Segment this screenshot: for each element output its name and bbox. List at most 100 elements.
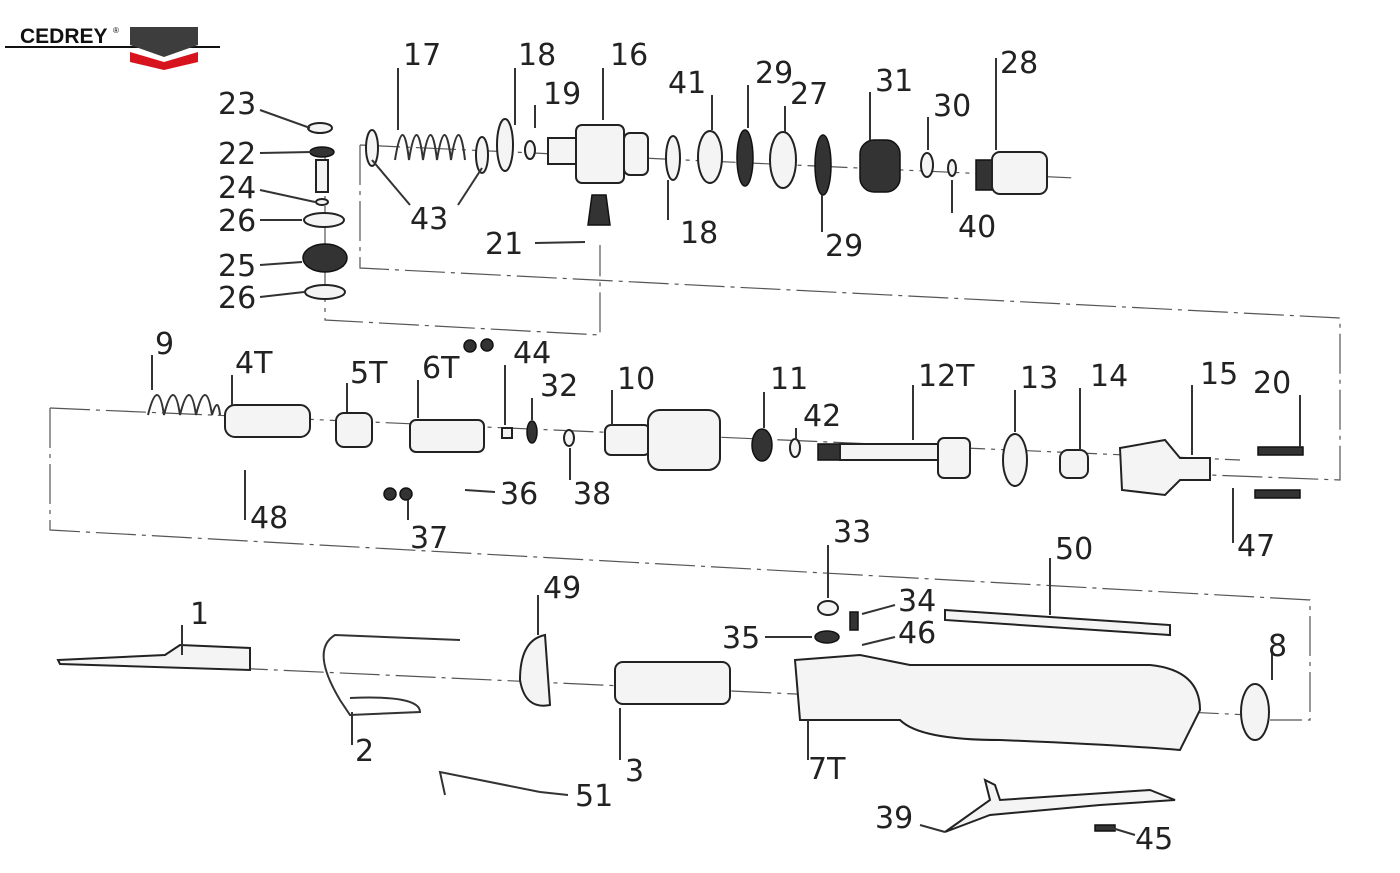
part-23 xyxy=(307,122,333,134)
part-5T xyxy=(335,412,373,448)
part-26-lower xyxy=(304,284,346,300)
part-37-nut-d xyxy=(399,487,413,501)
part-24 xyxy=(315,198,329,206)
callout-label: 9 xyxy=(155,327,174,362)
part-44 xyxy=(501,427,513,439)
callout-label: 42 xyxy=(803,399,841,434)
part-16-nose xyxy=(547,137,577,165)
part-40 xyxy=(947,159,957,177)
part-20-screw xyxy=(1257,446,1304,456)
part-51-hexkey xyxy=(438,770,541,796)
part-35 xyxy=(814,630,840,644)
callout-label: 33 xyxy=(833,515,871,550)
callout-label: 21 xyxy=(485,227,523,262)
callout-label: 8 xyxy=(1268,629,1287,664)
callout-label: 16 xyxy=(610,38,648,73)
callout-label: 35 xyxy=(722,621,760,656)
part-15 xyxy=(1118,438,1211,497)
part-37-nut-b xyxy=(480,338,494,352)
part-22-stem xyxy=(315,159,329,193)
part-18-upper xyxy=(496,118,514,172)
part-18-lower xyxy=(665,135,681,181)
part-30 xyxy=(920,152,934,178)
callout-label: 6T xyxy=(422,351,460,386)
part-13 xyxy=(1002,433,1028,487)
callout-label: 46 xyxy=(898,616,936,651)
callout-label: 44 xyxy=(513,336,551,371)
logo-chevron-dark xyxy=(130,27,198,57)
callout-label: 39 xyxy=(875,801,913,836)
part-16-body xyxy=(575,124,625,184)
callout-label: 13 xyxy=(1020,361,1058,396)
callout-label: 45 xyxy=(1135,822,1173,857)
part-6T xyxy=(409,419,485,453)
callout-label: 40 xyxy=(958,210,996,245)
part-27 xyxy=(769,131,797,189)
part-31 xyxy=(859,139,901,193)
part-37-nut-a xyxy=(463,339,477,353)
callout-label: 48 xyxy=(250,501,288,536)
part-29-lower xyxy=(814,134,832,196)
callout-label: 10 xyxy=(617,362,655,397)
part-34 xyxy=(849,611,859,631)
part-16-end xyxy=(623,132,649,176)
part-26-upper xyxy=(303,212,345,228)
callout-label: 49 xyxy=(543,571,581,606)
parts xyxy=(56,118,1304,833)
callout-label: 26 xyxy=(218,204,256,239)
callout-label: 25 xyxy=(218,249,256,284)
part-32 xyxy=(526,420,538,444)
callout-label: 34 xyxy=(898,584,936,619)
callout-label: 12T xyxy=(918,359,975,394)
callout-label: 19 xyxy=(543,77,581,112)
callout-label: 26 xyxy=(218,281,256,316)
part-19 xyxy=(524,140,536,160)
part-41 xyxy=(697,130,723,184)
part-50 xyxy=(944,608,1171,637)
callout-label: 29 xyxy=(755,56,793,91)
callout-label: 50 xyxy=(1055,532,1093,567)
callout-label: 32 xyxy=(540,369,578,404)
callout-label: 1 xyxy=(190,597,209,632)
part-12T-shaft xyxy=(839,443,941,461)
callout-label: 4T xyxy=(235,346,273,381)
part-20-screw-2 xyxy=(1254,489,1301,499)
part-42 xyxy=(789,438,801,458)
callout-label: 15 xyxy=(1200,357,1238,392)
part-21 xyxy=(587,194,611,226)
part-17-spring xyxy=(394,134,466,161)
part-12T-head xyxy=(937,437,971,479)
callout-label: 18 xyxy=(680,216,718,251)
part-10-body xyxy=(647,409,721,471)
part-10-neck xyxy=(604,424,651,456)
logo-chevron-red xyxy=(130,52,198,70)
callout-label: 27 xyxy=(790,77,828,112)
callout-label: 5T xyxy=(350,356,388,391)
part-43-right xyxy=(475,136,489,174)
part-28-body xyxy=(991,151,1048,195)
callout-label: 28 xyxy=(1000,46,1038,81)
part-33 xyxy=(817,600,839,616)
callout-label: 7T xyxy=(808,752,846,787)
part-11 xyxy=(751,428,773,462)
leader-lines xyxy=(151,58,1301,836)
callout-label: 11 xyxy=(770,362,808,397)
callout-label: 51 xyxy=(575,779,613,814)
part-49 xyxy=(518,633,552,707)
part-43-left xyxy=(365,129,379,167)
logo-text: CEDREY xyxy=(20,25,108,48)
part-12T-thread xyxy=(817,443,841,461)
part-22 xyxy=(309,146,335,158)
part-39-trigger xyxy=(944,778,1176,833)
part-9-spring xyxy=(147,394,221,416)
part-7T-housing xyxy=(793,653,1202,752)
callout-label: 18 xyxy=(518,38,556,73)
part-29-upper xyxy=(736,129,754,187)
callout-label: 37 xyxy=(410,521,448,556)
part-3 xyxy=(614,661,731,705)
callout-label: 23 xyxy=(218,87,256,122)
callout-label: 22 xyxy=(218,137,256,172)
callout-label: 38 xyxy=(573,477,611,512)
callout-label: 14 xyxy=(1090,359,1128,394)
